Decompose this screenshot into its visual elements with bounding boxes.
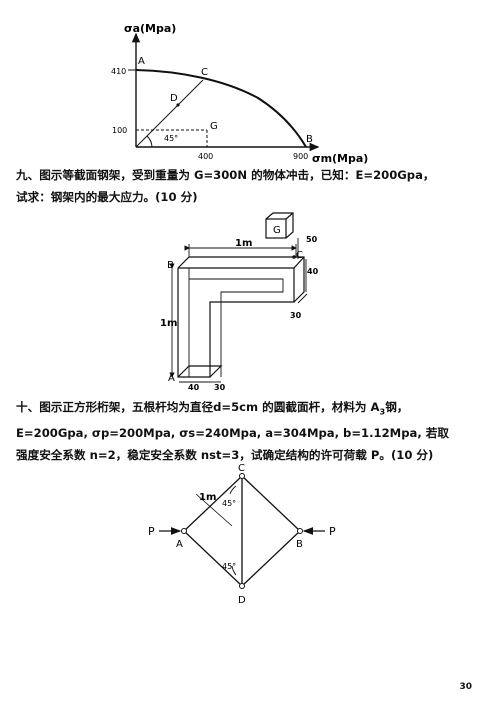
dim-40-right: 40 [307, 267, 319, 276]
dim-top: 1m [235, 238, 252, 249]
dim-left: 1m [160, 318, 177, 329]
tick-100: 100 [112, 126, 127, 135]
tick-400: 400 [198, 152, 213, 161]
label-B: B [306, 134, 313, 145]
node-D: D [238, 595, 246, 606]
problem-9-text: 九、图示等截面钢架，受到重量为 G=300N 的物体冲击，已知：E=200Gpa… [16, 164, 484, 208]
x-axis-label: σm(Mpa) [312, 152, 368, 165]
label-A: A [168, 373, 175, 384]
angle-top: 45° [222, 499, 236, 508]
node-A: A [176, 539, 183, 550]
angle-arc [146, 135, 153, 148]
y-axis-label: σa(Mpa) [124, 22, 176, 35]
problem-10-text: 十、图示正方形桁架，五根杆均为直径d=5cm 的圆截面杆，材料为 A3钢， E=… [16, 396, 484, 466]
angle-bottom: 45° [222, 562, 236, 571]
problem-9-line-1: 九、图示等截面钢架，受到重量为 G=300N 的物体冲击，已知：E=200Gpa… [16, 168, 435, 182]
steel-frame-diagram: G 1m 1m 50 40 30 40 30 B C A [160, 212, 319, 390]
problem-10-line-2: E=200Gpa, σp=200Mpa, σs=240Mpa, a=304Mpa… [16, 426, 449, 441]
label-B: B [167, 260, 174, 271]
load-left-label: P [148, 525, 155, 538]
label-C: C [201, 67, 208, 78]
dim-50: 50 [306, 235, 318, 244]
problem-10-line-3: 强度安全系数 n=2，稳定安全系数 nst=3，试确定结构的许可荷载 P。(10… [16, 448, 434, 463]
label-D: D [170, 93, 178, 104]
angle-label: 45° [164, 134, 178, 143]
limit-curve [135, 69, 307, 148]
label-C: C [296, 250, 303, 261]
point-D-dot [176, 103, 180, 107]
weight-label: G [273, 225, 281, 236]
tick-410: 410 [111, 67, 126, 76]
node-C: C [238, 463, 245, 474]
truss-diagram: P P A B C D 1m 45° 45° [148, 463, 336, 606]
dim-30-right: 30 [290, 311, 302, 320]
fatigue-diagram: σa(Mpa) σm(Mpa) 410 100 400 900 A C D G … [111, 22, 368, 165]
page-number: 30 [459, 682, 472, 692]
problem-9-line-2: 试求：钢架内的最大应力。(10 分) [16, 190, 198, 204]
node-B: B [296, 539, 303, 550]
load-right-label: P [329, 525, 336, 538]
dim-30-bottom: 30 [214, 383, 226, 390]
tick-900: 900 [293, 152, 308, 161]
label-G: G [210, 121, 218, 132]
dim-40-bottom: 40 [188, 383, 200, 390]
frame-outline [177, 267, 295, 378]
weight-box [265, 218, 287, 239]
problem-10-line-1: 十、图示正方形桁架，五根杆均为直径d=5cm 的圆截面杆，材料为 A3钢， [16, 400, 409, 417]
label-A: A [138, 56, 145, 67]
length-label: 1m [199, 492, 216, 503]
